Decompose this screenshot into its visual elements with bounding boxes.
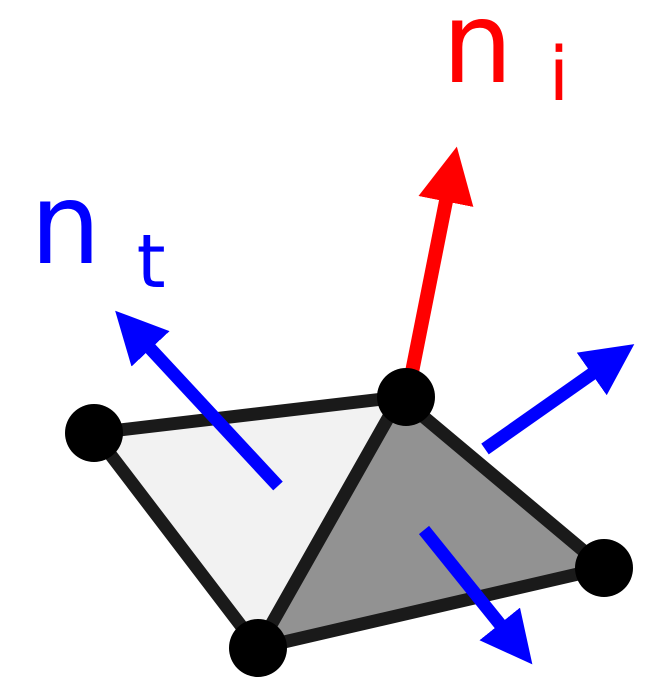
vertex-normal-label-subscript: i <box>549 32 570 118</box>
mesh-edge <box>251 390 407 655</box>
triangle-normal-label-base: n <box>30 160 101 290</box>
mesh-edge <box>87 390 407 440</box>
triangle-normals <box>115 310 635 665</box>
mesh-edges <box>87 390 611 655</box>
mesh-edge <box>251 561 611 655</box>
mesh-vertices <box>65 368 633 677</box>
mesh-vertex <box>377 368 435 426</box>
light-triangle-face <box>94 397 400 648</box>
triangle-normal-label: n t <box>30 160 166 305</box>
mesh-edge <box>393 390 611 575</box>
mesh-edge <box>87 426 265 655</box>
mesh-vertex <box>65 404 123 462</box>
mesh-vertex <box>229 619 287 677</box>
triangle-normal-label-subscript: t <box>137 219 166 305</box>
vertex-normal-label-base: n <box>442 0 513 109</box>
triangle-normal-arrow <box>481 344 635 455</box>
vertex-normal-arrow <box>405 146 474 374</box>
vertex-normal-label: n i <box>442 0 569 118</box>
mesh-vertex <box>575 539 633 597</box>
triangle-normal-arrow <box>115 310 283 491</box>
triangle-normal-arrow <box>418 525 533 665</box>
